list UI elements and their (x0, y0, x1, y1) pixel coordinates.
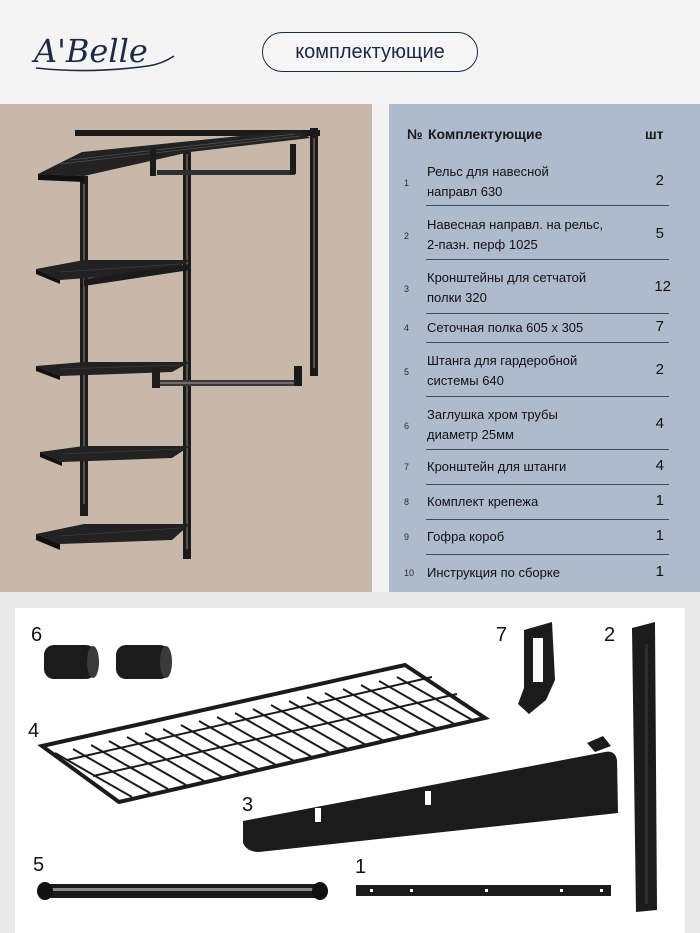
row-qty: 1 (655, 492, 664, 509)
row-number: 3 (404, 284, 410, 294)
parts-card: 6 7 2 4 3 5 1 (15, 608, 685, 933)
row-divider (426, 519, 669, 520)
row-divider (426, 205, 669, 206)
header: A'Belle комплектующие (0, 0, 700, 104)
row-qty: 2 (655, 361, 664, 378)
shelving-illustration (36, 128, 320, 559)
row-name: Штанга для гардеробной системы 640 (427, 353, 578, 388)
row-name: Комплект крепежа (427, 494, 539, 509)
row-name: Инструкция по сборке (427, 565, 560, 580)
row-number: 5 (404, 367, 410, 377)
row-qty: 4 (655, 457, 664, 474)
part-label-6: 6 (31, 624, 43, 646)
hang-rail-part (356, 885, 611, 896)
part-label-3: 3 (242, 794, 254, 816)
end-cap-part (44, 645, 172, 679)
abelle-logo: A'Belle (30, 28, 180, 78)
row-number: 6 (404, 421, 410, 431)
row-qty: 4 (655, 415, 664, 432)
row-divider (426, 259, 669, 260)
col-header-number: № (407, 126, 423, 142)
part-label-1: 1 (355, 856, 367, 878)
row-name: Заглушка хром трубы диаметр 25мм (427, 407, 558, 442)
col-header-name: Комплектующие (428, 126, 543, 142)
svg-text:A'Belle: A'Belle (31, 32, 148, 70)
row-number: 9 (404, 532, 410, 542)
wire-shelf-part (37, 662, 490, 805)
row-name: Рельс для навесной направл 630 (427, 164, 549, 199)
row-number: 8 (404, 497, 410, 507)
section-pill: комплектующие (262, 32, 478, 72)
row-divider (426, 342, 669, 343)
components-table: № Комплектующие шт 1 Рельс для навесной … (389, 104, 700, 592)
row-qty: 1 (655, 527, 664, 544)
row-name: Гофра короб (427, 529, 505, 544)
row-number: 2 (404, 231, 410, 241)
row-qty: 7 (655, 318, 664, 335)
part-label-4: 4 (28, 720, 40, 742)
shelf-bracket-part (243, 736, 618, 852)
row-number: 4 (404, 323, 410, 333)
row-divider (426, 449, 669, 450)
row-qty: 2 (655, 172, 664, 189)
part-label-7: 7 (496, 624, 508, 646)
row-name: Навесная направл. на рельс, 2-пазн. перф… (427, 217, 604, 252)
row-number: 1 (404, 178, 410, 188)
panel-gap (372, 104, 389, 592)
row-name: Кронштейны для сетчатой полки 320 (427, 270, 587, 305)
upright-rail-part (632, 622, 657, 912)
row-name: Кронштейн для штанги (427, 459, 567, 474)
row-name: Сеточная полка 605 х 305 (427, 320, 584, 335)
logo-mark: A'Belle (31, 32, 175, 72)
hanging-rod-part (37, 882, 328, 900)
col-header-qty: шт (645, 126, 664, 142)
row-divider (426, 313, 669, 314)
row-number: 10 (404, 568, 415, 578)
row-qty: 5 (655, 225, 664, 242)
product-photo (0, 104, 372, 592)
section-pill-label: комплектующие (295, 40, 445, 63)
rod-bracket-part (518, 622, 555, 714)
row-divider (426, 396, 669, 397)
row-qty: 12 (654, 278, 671, 295)
parts-illustration (37, 622, 657, 912)
row-divider (426, 554, 669, 555)
row-qty: 1 (655, 563, 664, 580)
row-number: 7 (404, 462, 410, 472)
row-divider (426, 484, 669, 485)
part-label-5: 5 (33, 854, 45, 876)
part-label-2: 2 (604, 624, 616, 646)
